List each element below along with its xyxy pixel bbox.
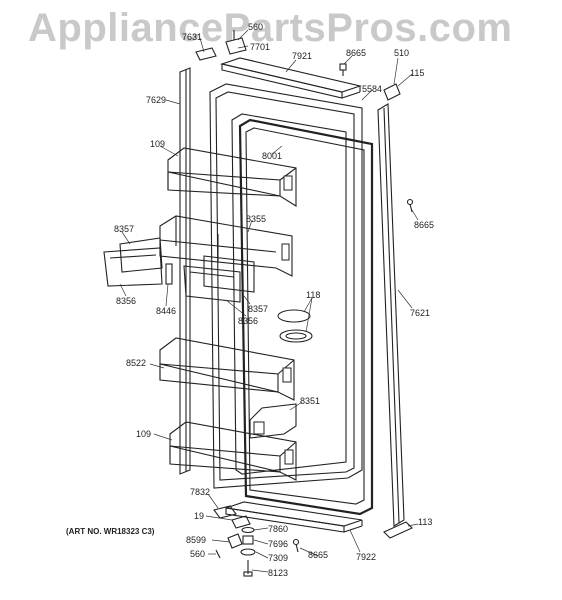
label-8357-left: 8357 bbox=[114, 224, 134, 234]
label-8599: 8599 bbox=[186, 535, 206, 545]
screw-part bbox=[406, 198, 414, 213]
label-8665-mid: 8665 bbox=[414, 220, 434, 230]
label-7631: 7631 bbox=[182, 32, 202, 42]
label-7701: 7701 bbox=[250, 42, 270, 52]
label-7922: 7922 bbox=[356, 552, 376, 562]
label-7621: 7621 bbox=[410, 308, 430, 318]
label-118: 118 bbox=[306, 290, 320, 300]
label-115: 115 bbox=[410, 68, 424, 78]
art-number-note: (ART NO. WR18323 C3) bbox=[66, 527, 155, 536]
label-8351: 8351 bbox=[300, 396, 320, 406]
label-7629: 7629 bbox=[146, 95, 166, 105]
label-8356-left: 8356 bbox=[116, 296, 136, 306]
label-109-bottom: 109 bbox=[136, 429, 151, 439]
dairy-door-left-part bbox=[103, 237, 163, 287]
left-hinge-strip-part bbox=[179, 67, 191, 475]
label-109-top: 109 bbox=[150, 139, 165, 149]
label-5584: 5584 bbox=[362, 84, 382, 94]
label-7921: 7921 bbox=[292, 51, 312, 61]
label-8665-bottom: 8665 bbox=[308, 550, 328, 560]
door-shelf-top-part bbox=[167, 147, 297, 207]
right-top-hinge-part bbox=[339, 63, 401, 101]
label-8357-right: 8357 bbox=[248, 304, 268, 314]
part-labels: 7631 560 7701 7921 8665 510 115 5584 762… bbox=[66, 22, 434, 578]
label-8123: 8123 bbox=[268, 568, 288, 578]
label-8355: 8355 bbox=[246, 214, 266, 224]
dairy-door-right-part bbox=[183, 255, 255, 303]
dairy-hinge-pin-part bbox=[165, 263, 173, 285]
label-7309: 7309 bbox=[268, 553, 288, 563]
tray-part bbox=[277, 309, 313, 343]
label-8356-right: 8356 bbox=[238, 316, 258, 326]
label-19: 19 bbox=[194, 511, 204, 521]
label-8665-top: 8665 bbox=[346, 48, 366, 58]
label-8446: 8446 bbox=[156, 306, 176, 316]
label-7860: 7860 bbox=[268, 524, 288, 534]
small-bin-part bbox=[249, 403, 297, 439]
bottom-hinge-part bbox=[383, 521, 413, 539]
bottom-cap-part bbox=[225, 501, 363, 533]
right-hinge-strip-part bbox=[377, 103, 405, 527]
leader-lines bbox=[119, 29, 419, 573]
label-113: 113 bbox=[418, 517, 432, 527]
bottom-hardware-part bbox=[213, 505, 300, 577]
label-7832: 7832 bbox=[190, 487, 210, 497]
label-560-bottom: 560 bbox=[190, 549, 205, 559]
watermark-text: AppliancePartsPros.com bbox=[28, 6, 513, 50]
label-7696: 7696 bbox=[268, 539, 288, 549]
label-510: 510 bbox=[394, 48, 409, 58]
top-cap-part bbox=[219, 57, 363, 99]
label-8001: 8001 bbox=[262, 151, 282, 161]
door-shelf-middle-part bbox=[159, 337, 295, 401]
label-8522: 8522 bbox=[126, 358, 146, 368]
label-560-top: 560 bbox=[248, 22, 263, 32]
door-panel-part bbox=[209, 83, 374, 516]
door-shelf-bottom-part bbox=[169, 421, 297, 481]
top-hinge-part bbox=[195, 30, 247, 61]
